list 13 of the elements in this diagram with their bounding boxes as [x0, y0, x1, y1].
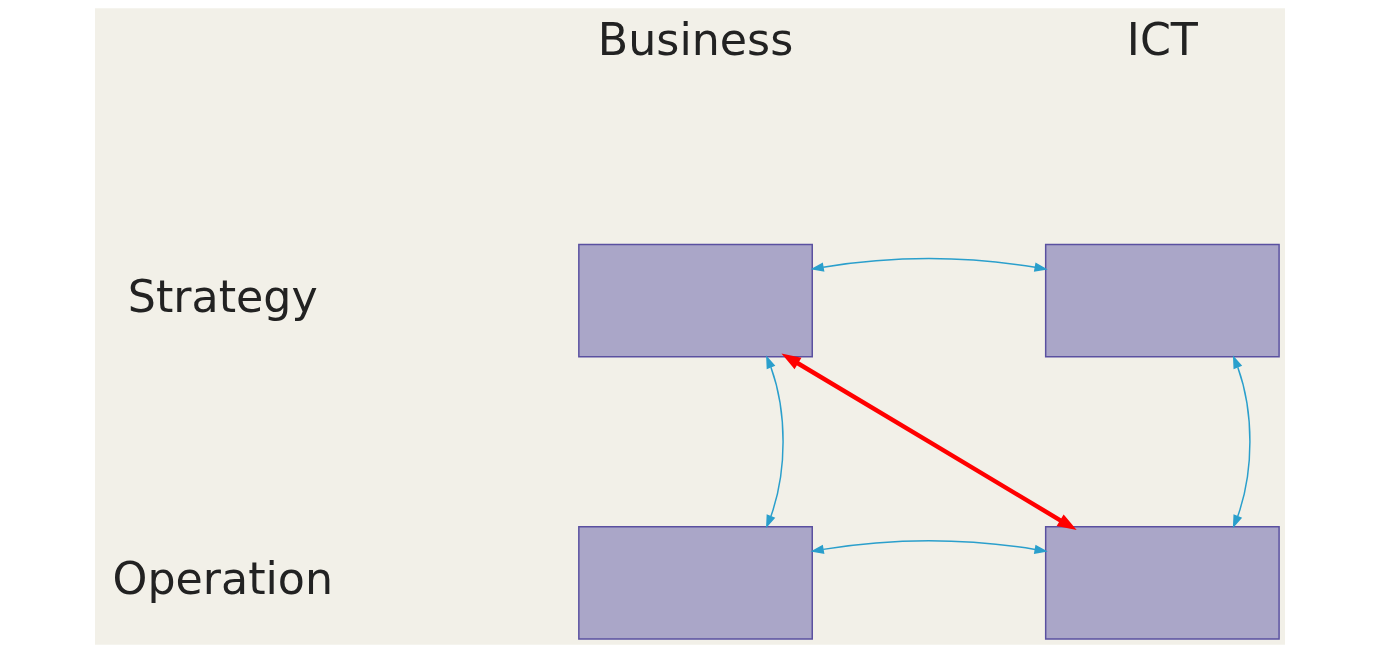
- label: Business: [597, 14, 793, 66]
- label: ICT: [1126, 14, 1198, 66]
- arrow: [810, 539, 1048, 554]
- arrow: [780, 353, 1077, 531]
- arrow: [810, 257, 1048, 272]
- label: Operation: [112, 552, 333, 604]
- node-box: [1044, 525, 1280, 640]
- node-box: [1044, 243, 1280, 358]
- label: Strategy: [127, 270, 318, 322]
- node-box: [577, 525, 813, 640]
- node-box: [577, 243, 813, 358]
- arrow: [1232, 355, 1251, 529]
- arrow: [765, 355, 784, 529]
